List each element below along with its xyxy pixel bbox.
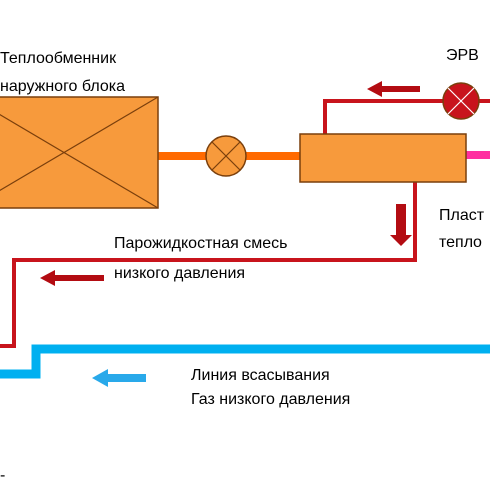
mixture-label-line2: низкого давления xyxy=(114,265,246,282)
valve-cross-2 xyxy=(211,141,241,171)
hx-cross-line-2 xyxy=(0,96,159,191)
left-arrow-icon xyxy=(40,270,104,286)
left-arrow-icon xyxy=(92,369,146,387)
plate-exchanger-label-line1: Пласт xyxy=(439,207,485,224)
outdoor-heat-exchanger xyxy=(0,96,159,209)
mixture-label-line1: Парожидкостная смесь xyxy=(114,235,288,252)
heat-exchanger-x-icon xyxy=(0,96,159,209)
plate-exchanger-label-line2: теплo xyxy=(439,234,482,251)
left-arrow-icon xyxy=(367,81,420,97)
valve-x-icon xyxy=(205,135,247,177)
suction-label-line1: Линия всасывания xyxy=(191,367,330,384)
plate-heat-exchanger xyxy=(299,133,467,183)
corner-mark: - xyxy=(0,467,6,484)
red-line-top xyxy=(323,99,490,134)
suction-line-blue xyxy=(0,344,490,379)
heat-exchanger-title-line1: Теплообменник xyxy=(0,50,117,67)
erv-label: ЭРВ xyxy=(446,47,479,64)
red-line-mixture xyxy=(0,181,417,348)
erv-valve-x-icon xyxy=(442,82,480,120)
heat-exchanger-title-line2: наружного блока xyxy=(0,78,126,95)
erv-cross-2 xyxy=(447,87,475,115)
suction-label-line2: Газ низкого давления xyxy=(191,391,351,408)
down-arrow-icon xyxy=(390,204,412,246)
